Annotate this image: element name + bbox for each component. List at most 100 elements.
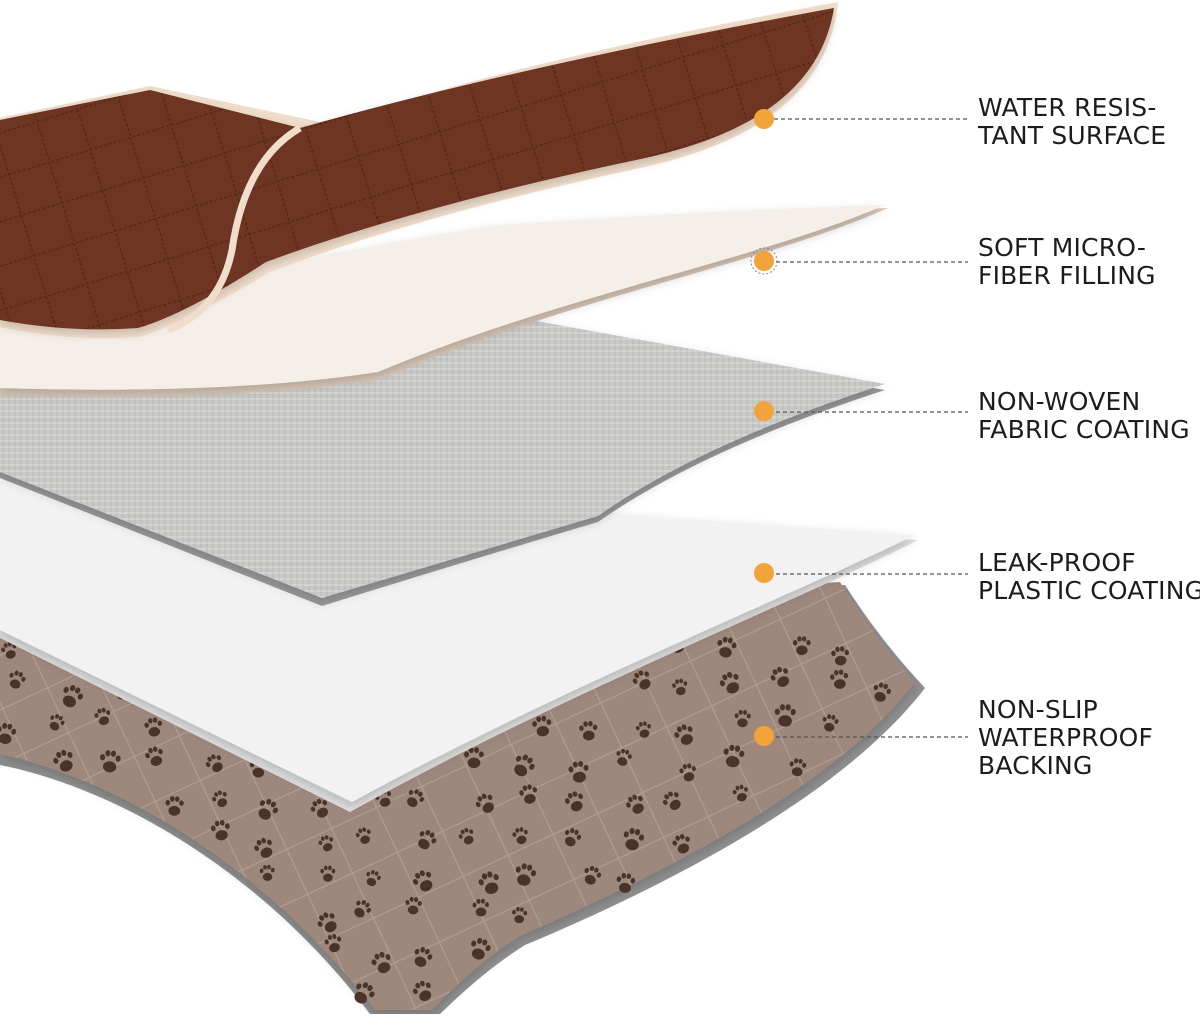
paw-print-icon [717, 636, 737, 658]
paw-print-icon [254, 837, 273, 858]
paw-print-icon [774, 704, 796, 727]
paw-print-icon [407, 789, 425, 808]
paw-print-icon [672, 834, 690, 854]
paw-print-icon [210, 819, 230, 841]
paw-print-icon [672, 678, 688, 696]
paw-print-icon [734, 709, 751, 728]
paw-print-icon [355, 827, 371, 844]
paw-print-icon [145, 746, 163, 766]
paw-print-icon [318, 835, 333, 852]
paw-print-icon [317, 912, 337, 933]
surface-layer [0, 2, 838, 339]
paw-print-icon [371, 951, 391, 974]
label-filling-line-2: FIBER FILLING [978, 261, 1156, 290]
paw-print-icon [212, 790, 228, 808]
paw-print-icon [259, 864, 275, 881]
marker-dot-nonwoven [754, 401, 774, 421]
marker-dot-surface [754, 109, 774, 129]
paw-print-icon [626, 794, 644, 814]
paw-print-icon [165, 796, 184, 816]
paw-print-icon [662, 791, 681, 811]
paw-print-icon [354, 900, 371, 918]
paw-print-icon [632, 670, 651, 690]
paw-print-icon [873, 682, 891, 702]
paw-print-icon [584, 865, 602, 885]
paw-print-icon [565, 791, 583, 812]
paw-print-icon [679, 763, 696, 782]
paw-print-icon [616, 748, 632, 766]
paw-print-icon [616, 872, 636, 893]
label-surface: WATER RESIS- TANT SURFACE [978, 94, 1166, 150]
label-surface-line-2: TANT SURFACE [978, 121, 1167, 150]
paw-print-icon [478, 871, 499, 894]
paw-print-icon [822, 714, 839, 732]
paw-print-icon [0, 722, 17, 745]
paw-print-icon [320, 865, 336, 882]
label-backing: NON-SLIP WATERPROOF BACKING [978, 696, 1153, 780]
label-plastic: LEAK-PROOF PLASTIC COATING [978, 549, 1200, 605]
paw-print-icon [472, 898, 490, 917]
label-plastic-line-2: PLASTIC COATING [978, 576, 1200, 605]
paw-print-icon [62, 684, 84, 708]
paw-print-icon [9, 670, 26, 689]
label-nonwoven-line-1: NON-WOVEN [978, 387, 1141, 416]
label-nonwoven-line-2: FABRIC COATING [978, 415, 1190, 444]
paw-print-icon [475, 793, 494, 813]
paw-print-icon [310, 798, 329, 818]
label-nonwoven: NON-WOVEN FABRIC COATING [978, 388, 1190, 444]
paw-print-icon [366, 870, 381, 887]
paw-print-icon [53, 749, 73, 772]
paw-print-icon [405, 896, 422, 915]
paw-print-icon [1, 641, 17, 659]
paw-print-icon [568, 761, 589, 783]
paw-print-icon [723, 744, 745, 768]
marker-dot-plastic [754, 563, 774, 583]
paw-print-icon [789, 758, 807, 777]
paw-print-icon [514, 754, 535, 777]
paw-print-icon [564, 828, 582, 847]
marker-dot-filling [754, 251, 774, 271]
paw-print-icon [831, 646, 850, 666]
paw-print-icon [144, 717, 163, 737]
paw-print-icon [324, 933, 342, 953]
paw-print-icon [515, 863, 537, 886]
marker-dot-backing [754, 726, 774, 746]
paw-print-icon [792, 636, 811, 656]
paw-print-icon [623, 827, 645, 851]
label-backing-line-3: BACKING [978, 751, 1093, 780]
paw-print-icon [412, 980, 432, 1002]
label-backing-line-2: WATERPROOF [978, 723, 1154, 752]
paw-print-icon [635, 721, 651, 738]
paw-print-icon [830, 669, 849, 689]
paw-print-icon [579, 720, 598, 741]
paw-print-icon [354, 982, 375, 1004]
paw-print-icon [732, 784, 748, 802]
leader-lines [774, 118, 968, 738]
paw-print-icon [412, 870, 433, 892]
paw-print-icon [674, 724, 693, 745]
paw-print-icon [414, 947, 433, 967]
markers [750, 109, 778, 746]
paw-print-icon [205, 754, 223, 773]
paw-print-icon [464, 747, 484, 769]
paw-print-icon [99, 750, 121, 773]
label-backing-line-1: NON-SLIP [978, 695, 1098, 724]
paw-print-icon [458, 827, 474, 845]
paw-print-icon [418, 829, 437, 850]
paw-print-icon [471, 937, 491, 960]
label-surface-line-1: WATER RESIS- [978, 93, 1157, 122]
paw-print-icon [719, 672, 740, 694]
paw-print-icon [512, 907, 528, 924]
paw-print-icon [519, 784, 537, 804]
paw-print-icon [512, 827, 528, 845]
label-filling-line-1: SOFT MICRO- [978, 233, 1147, 262]
filling-layer [0, 205, 888, 397]
paw-print-icon [770, 666, 790, 687]
label-filling: SOFT MICRO- FIBER FILLING [978, 234, 1156, 290]
label-plastic-line-1: LEAK-PROOF [978, 548, 1136, 577]
paw-print-icon [258, 798, 278, 820]
paw-print-icon [532, 715, 552, 737]
paw-print-icon [94, 707, 111, 726]
